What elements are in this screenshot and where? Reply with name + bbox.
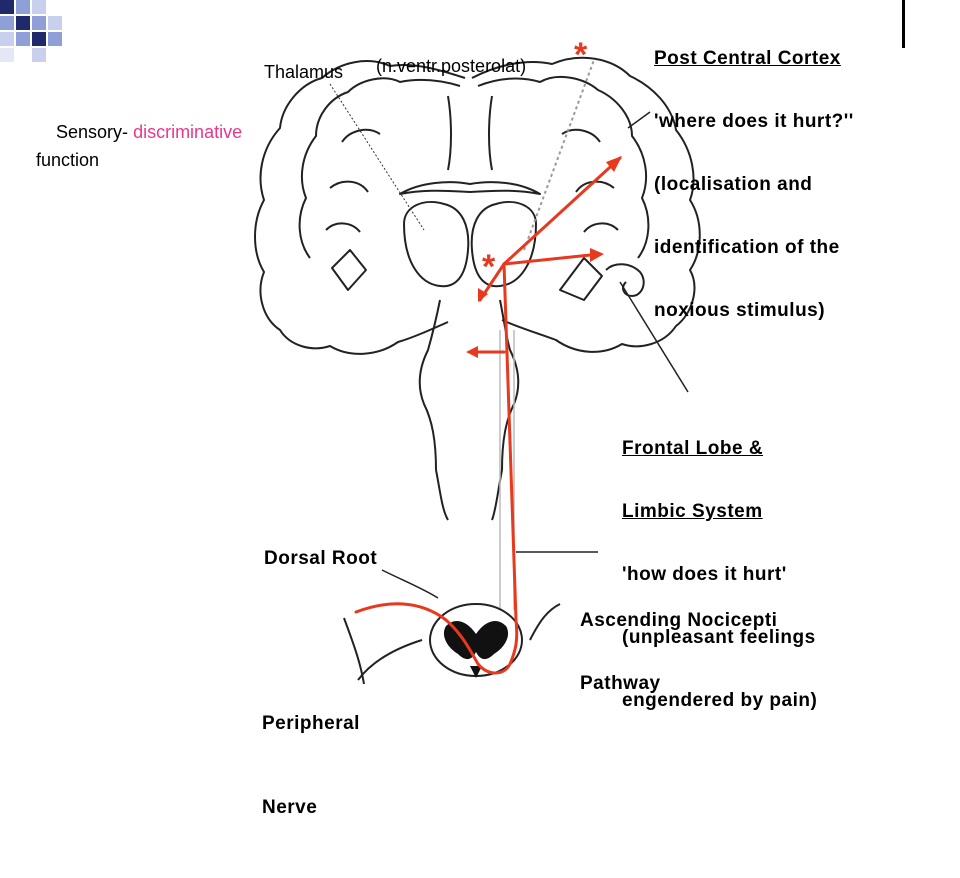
post-central-line-4: identification of the	[654, 237, 840, 258]
frontal-line-3: 'how does it hurt'	[622, 564, 787, 585]
nucleus-label: (n.ventr.posterolat)	[376, 56, 527, 76]
frontal-line-5: engendered by pain)	[622, 690, 818, 711]
frontal-line-4: (unpleasant feelings	[622, 627, 816, 648]
ascending-line-1: Ascending Nocicepti	[580, 610, 778, 631]
post-central-title: Post Central Cortex	[654, 48, 841, 69]
post-central-callout: Post Central Cortex 'where does it hurt?…	[654, 6, 854, 363]
sensory-highlight: discriminative	[133, 122, 243, 142]
gray-matter	[443, 620, 509, 660]
sensory-suffix: function	[36, 150, 100, 170]
thalamus-label: Thalamus	[264, 62, 344, 82]
peripheral-line-1: Peripheral	[262, 713, 360, 734]
post-central-line-2: 'where does it hurt?''	[654, 111, 854, 132]
frontal-title-2: Limbic System	[622, 501, 763, 522]
ascending-callout: Ascending Nocicepti Pathway	[580, 568, 777, 736]
post-central-line-3: (localisation and	[654, 174, 813, 195]
brain-outline-right	[471, 56, 701, 353]
sensory-prefix: Sensory-	[56, 122, 129, 142]
brainstem	[418, 299, 520, 471]
pathway-nerve	[354, 262, 519, 675]
star-cortex: *	[574, 36, 588, 74]
peripheral-line-2: Nerve	[262, 797, 318, 818]
brain-diagram	[254, 56, 701, 685]
frontal-title-1: Frontal Lobe &	[622, 438, 764, 459]
thalamus-left	[403, 201, 470, 288]
dorsal-root-label: Dorsal Root	[264, 548, 378, 569]
star-thalamus: *	[482, 248, 496, 286]
peripheral-callout: Peripheral Nerve	[262, 654, 360, 878]
slide: * * Thalamus (n.ventr.posterolat) Sensor…	[0, 0, 905, 818]
pathway-limbic	[502, 252, 602, 266]
ascending-line-2: Pathway	[580, 673, 661, 694]
brain-outline-left	[254, 60, 466, 355]
post-central-line-5: noxious stimulus)	[654, 300, 826, 321]
frontal-callout: Frontal Lobe & Limbic System 'how does i…	[622, 396, 817, 753]
sensory-function-label: Sensory- discriminative function	[36, 90, 242, 202]
pathway-cortex	[502, 156, 622, 266]
corner-bar	[902, 0, 905, 48]
